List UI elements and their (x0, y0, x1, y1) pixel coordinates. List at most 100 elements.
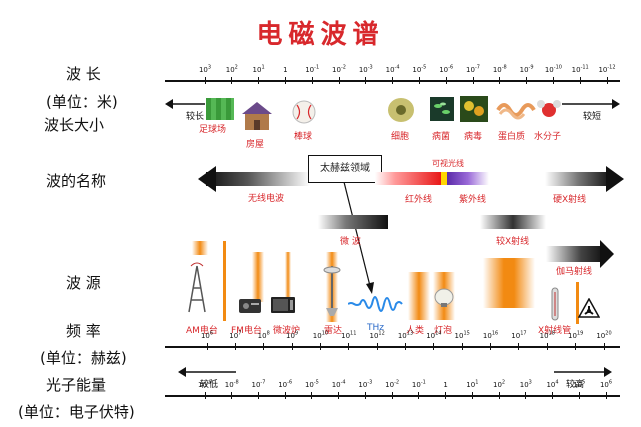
hard-xray-arrowhead (606, 166, 624, 192)
axis-tick (311, 77, 313, 84)
lamp-icon (434, 288, 454, 307)
axis-tick (365, 77, 367, 84)
bacteria-label: 病菌 (432, 132, 451, 142)
tick-label: 10-8 (224, 379, 239, 389)
tick-label: 10-1 (305, 64, 320, 74)
axis-tick (418, 77, 420, 84)
axis-tick (364, 392, 366, 399)
house-label: 房屋 (246, 140, 265, 150)
axis-tick (348, 343, 350, 350)
tick-label: 10-3 (358, 64, 373, 74)
axis-tick (606, 77, 608, 84)
axis-tick (284, 392, 286, 399)
axis-tick (376, 343, 378, 350)
tick-label: 1 (443, 381, 448, 389)
tick-label: 10-7 (251, 379, 266, 389)
tick-label: 1016 (482, 330, 499, 340)
bacteria-icon (430, 97, 454, 121)
tick-label: 1012 (369, 330, 385, 340)
tick-label: 106 (599, 379, 613, 389)
axis-tick (526, 77, 528, 84)
microwave-label: 微 波 (340, 237, 361, 247)
tick-label: 10-9 (519, 64, 534, 74)
tick-label: 103 (519, 379, 532, 389)
tick-label: 101 (252, 64, 265, 74)
axis-tick (461, 343, 463, 350)
wavelength-unit-label: (单位：米) (46, 93, 118, 111)
axis-tick (257, 392, 259, 399)
tick-label: 10-1 (411, 379, 426, 389)
protein-label: 蛋白质 (498, 132, 526, 142)
axis-tick (291, 343, 293, 350)
axis-tick (263, 343, 265, 350)
cell-label: 细胞 (391, 132, 410, 142)
axis-tick (418, 392, 420, 399)
tick-label: 1011 (341, 330, 357, 340)
lower-arrow (178, 367, 236, 377)
visible-bar (441, 172, 447, 185)
tick-label: 10-2 (332, 64, 346, 74)
longer-text: 较长 (186, 112, 205, 122)
axis-tick (518, 343, 520, 350)
protein-icon (496, 103, 536, 120)
tick-label: 1019 (567, 330, 584, 340)
human-label: 人类 (406, 326, 425, 336)
tick-label: 102 (493, 379, 506, 389)
tick-label: 10-2 (385, 379, 400, 389)
axis-tick (445, 392, 447, 399)
photon-energy-unit-label: (单位：电子伏特) (18, 403, 135, 421)
tick-label: 1018 (539, 330, 555, 340)
tick-label: 10-12 (598, 64, 616, 74)
soft-xray-source-bar (483, 258, 535, 308)
virus-icon (460, 96, 488, 122)
gamma-label: 伽马射线 (556, 267, 593, 277)
fm-radio-icon (239, 299, 261, 313)
tick-label: 101 (466, 379, 479, 389)
axis-tick (311, 392, 313, 399)
axis-tick (392, 77, 394, 84)
axis-tick (498, 392, 500, 399)
tick-label: 10-6 (439, 64, 454, 74)
infrared-bar (375, 172, 441, 185)
terahertz-box: 太赫兹领域 (308, 155, 382, 183)
tick-label: 1017 (511, 330, 527, 340)
tick-label: 105 (573, 379, 586, 389)
axis-tick (499, 77, 501, 84)
microwave-bar (318, 215, 388, 229)
axis-tick (231, 392, 233, 399)
tick-label: 1020 (596, 330, 612, 340)
axis-tick (552, 77, 554, 84)
tick-label: 106 (200, 330, 214, 340)
shorter-arrow (562, 99, 620, 109)
axis-tick (258, 77, 260, 84)
human-band-bar (408, 272, 430, 320)
gamma-source-divider (576, 282, 579, 324)
tick-label: 10-5 (304, 379, 319, 389)
photon-energy-label: 光子能量 (46, 376, 107, 394)
tick-label: 10-3 (358, 379, 373, 389)
wavelength-size-label: 波长大小 (44, 116, 105, 134)
fm-label: FM电台 (231, 326, 262, 336)
lower-text: 较低 (200, 380, 219, 390)
axis-tick (546, 343, 548, 350)
thz-wave-icon (348, 296, 403, 312)
axis-tick (472, 77, 474, 84)
radio-wave-bar (206, 172, 310, 186)
tick-label: 103 (198, 64, 212, 74)
axis-tick (525, 392, 527, 399)
tick-label: 1013 (397, 330, 414, 340)
ultraviolet-bar (447, 172, 489, 185)
radar-label: 雷达 (324, 326, 343, 336)
tick-label: 10-4 (385, 64, 400, 74)
baseball-label: 棒球 (294, 132, 313, 142)
axis-tick (578, 392, 580, 399)
axis-tick (234, 343, 236, 350)
visible-label: 可视光线 (432, 159, 464, 168)
axis-tick (231, 77, 233, 84)
axis-tick (391, 392, 393, 399)
tick-label: 109 (286, 330, 299, 340)
microwave-oven-band-bar (285, 252, 291, 302)
axis-tick (433, 343, 435, 350)
radio-wave-label: 无线电波 (248, 194, 285, 204)
page-title: 电磁波谱 (256, 20, 385, 50)
